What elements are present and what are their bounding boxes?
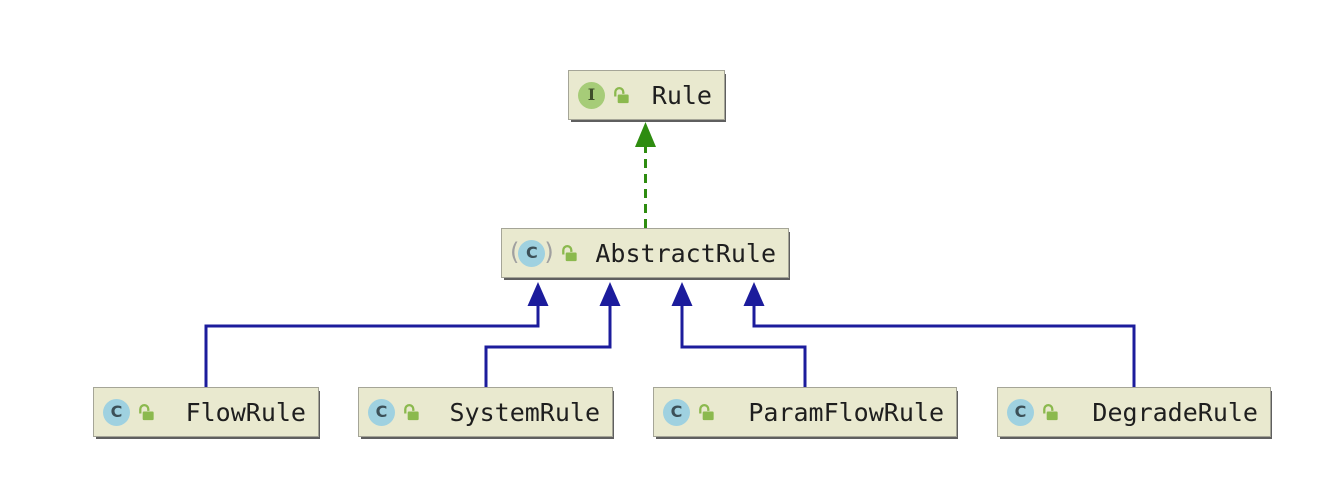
unlocked-public-icon: [614, 86, 629, 103]
interface-icon-letter: I: [587, 85, 596, 104]
node-label-rule: Rule: [651, 80, 712, 110]
class-icon-letter: C: [670, 402, 683, 421]
edge-systemrule-extends-abstractrule[interactable]: [484, 306, 612, 387]
node-label-paramflowrule: ParamFlowRule: [748, 397, 944, 427]
node-rule[interactable]: I Rule: [568, 70, 725, 120]
edge-flowrule-extends-abstractrule[interactable]: [204, 306, 540, 387]
node-label-abstractrule: AbstractRule: [595, 238, 776, 268]
edge-paramflowrule-extends-abstractrule-arrowhead: [671, 282, 693, 306]
class-icon-letter: C: [375, 402, 388, 421]
interface-icon: I: [578, 81, 605, 109]
class-icon-letter: C: [1014, 402, 1027, 421]
edge-systemrule-extends-abstractrule-arrowhead: [599, 282, 621, 306]
abstract-class-icon: ( C ): [510, 238, 554, 267]
class-icon: C: [103, 398, 130, 426]
edge-abstractrule-implements-rule-arrowhead: [635, 122, 656, 147]
unlocked-public-icon: [561, 244, 577, 261]
node-degraderule[interactable]: C DegradeRule: [997, 387, 1271, 437]
class-icon: C: [1007, 398, 1034, 426]
interface-icon-circle: I: [578, 81, 605, 109]
class-icon-circle: C: [518, 239, 546, 267]
edge-flowrule-extends-abstractrule-arrowhead: [527, 282, 549, 306]
class-icon: C: [368, 398, 395, 426]
node-label-degraderule: DegradeRule: [1092, 397, 1258, 427]
node-label-systemrule: SystemRule: [449, 397, 600, 427]
node-label-flowrule: FlowRule: [185, 397, 306, 427]
edge-degraderule-extends-abstractrule[interactable]: [752, 306, 1136, 387]
abstract-paren-open: (: [510, 238, 520, 266]
unlocked-public-icon: [139, 403, 154, 420]
node-paramflowrule[interactable]: C ParamFlowRule: [653, 387, 957, 437]
class-icon-circle: C: [368, 398, 395, 426]
class-icon: C: [663, 398, 690, 426]
node-systemrule[interactable]: C SystemRule: [358, 387, 613, 437]
class-icon-letter: C: [526, 243, 538, 262]
abstract-paren-close: ): [544, 238, 554, 266]
node-flowrule[interactable]: C FlowRule: [93, 387, 319, 437]
edge-degraderule-extends-abstractrule-arrowhead: [743, 282, 765, 306]
class-icon-circle: C: [103, 398, 130, 426]
unlocked-public-icon: [404, 403, 419, 420]
unlocked-public-icon: [1043, 403, 1058, 420]
edge-paramflowrule-extends-abstractrule[interactable]: [680, 306, 807, 387]
class-icon-letter: C: [110, 402, 123, 421]
unlocked-public-icon: [699, 403, 714, 420]
class-icon-circle: C: [1007, 398, 1034, 426]
class-icon-circle: C: [663, 398, 690, 426]
node-abstractrule[interactable]: ( C ) AbstractRule: [501, 228, 789, 278]
